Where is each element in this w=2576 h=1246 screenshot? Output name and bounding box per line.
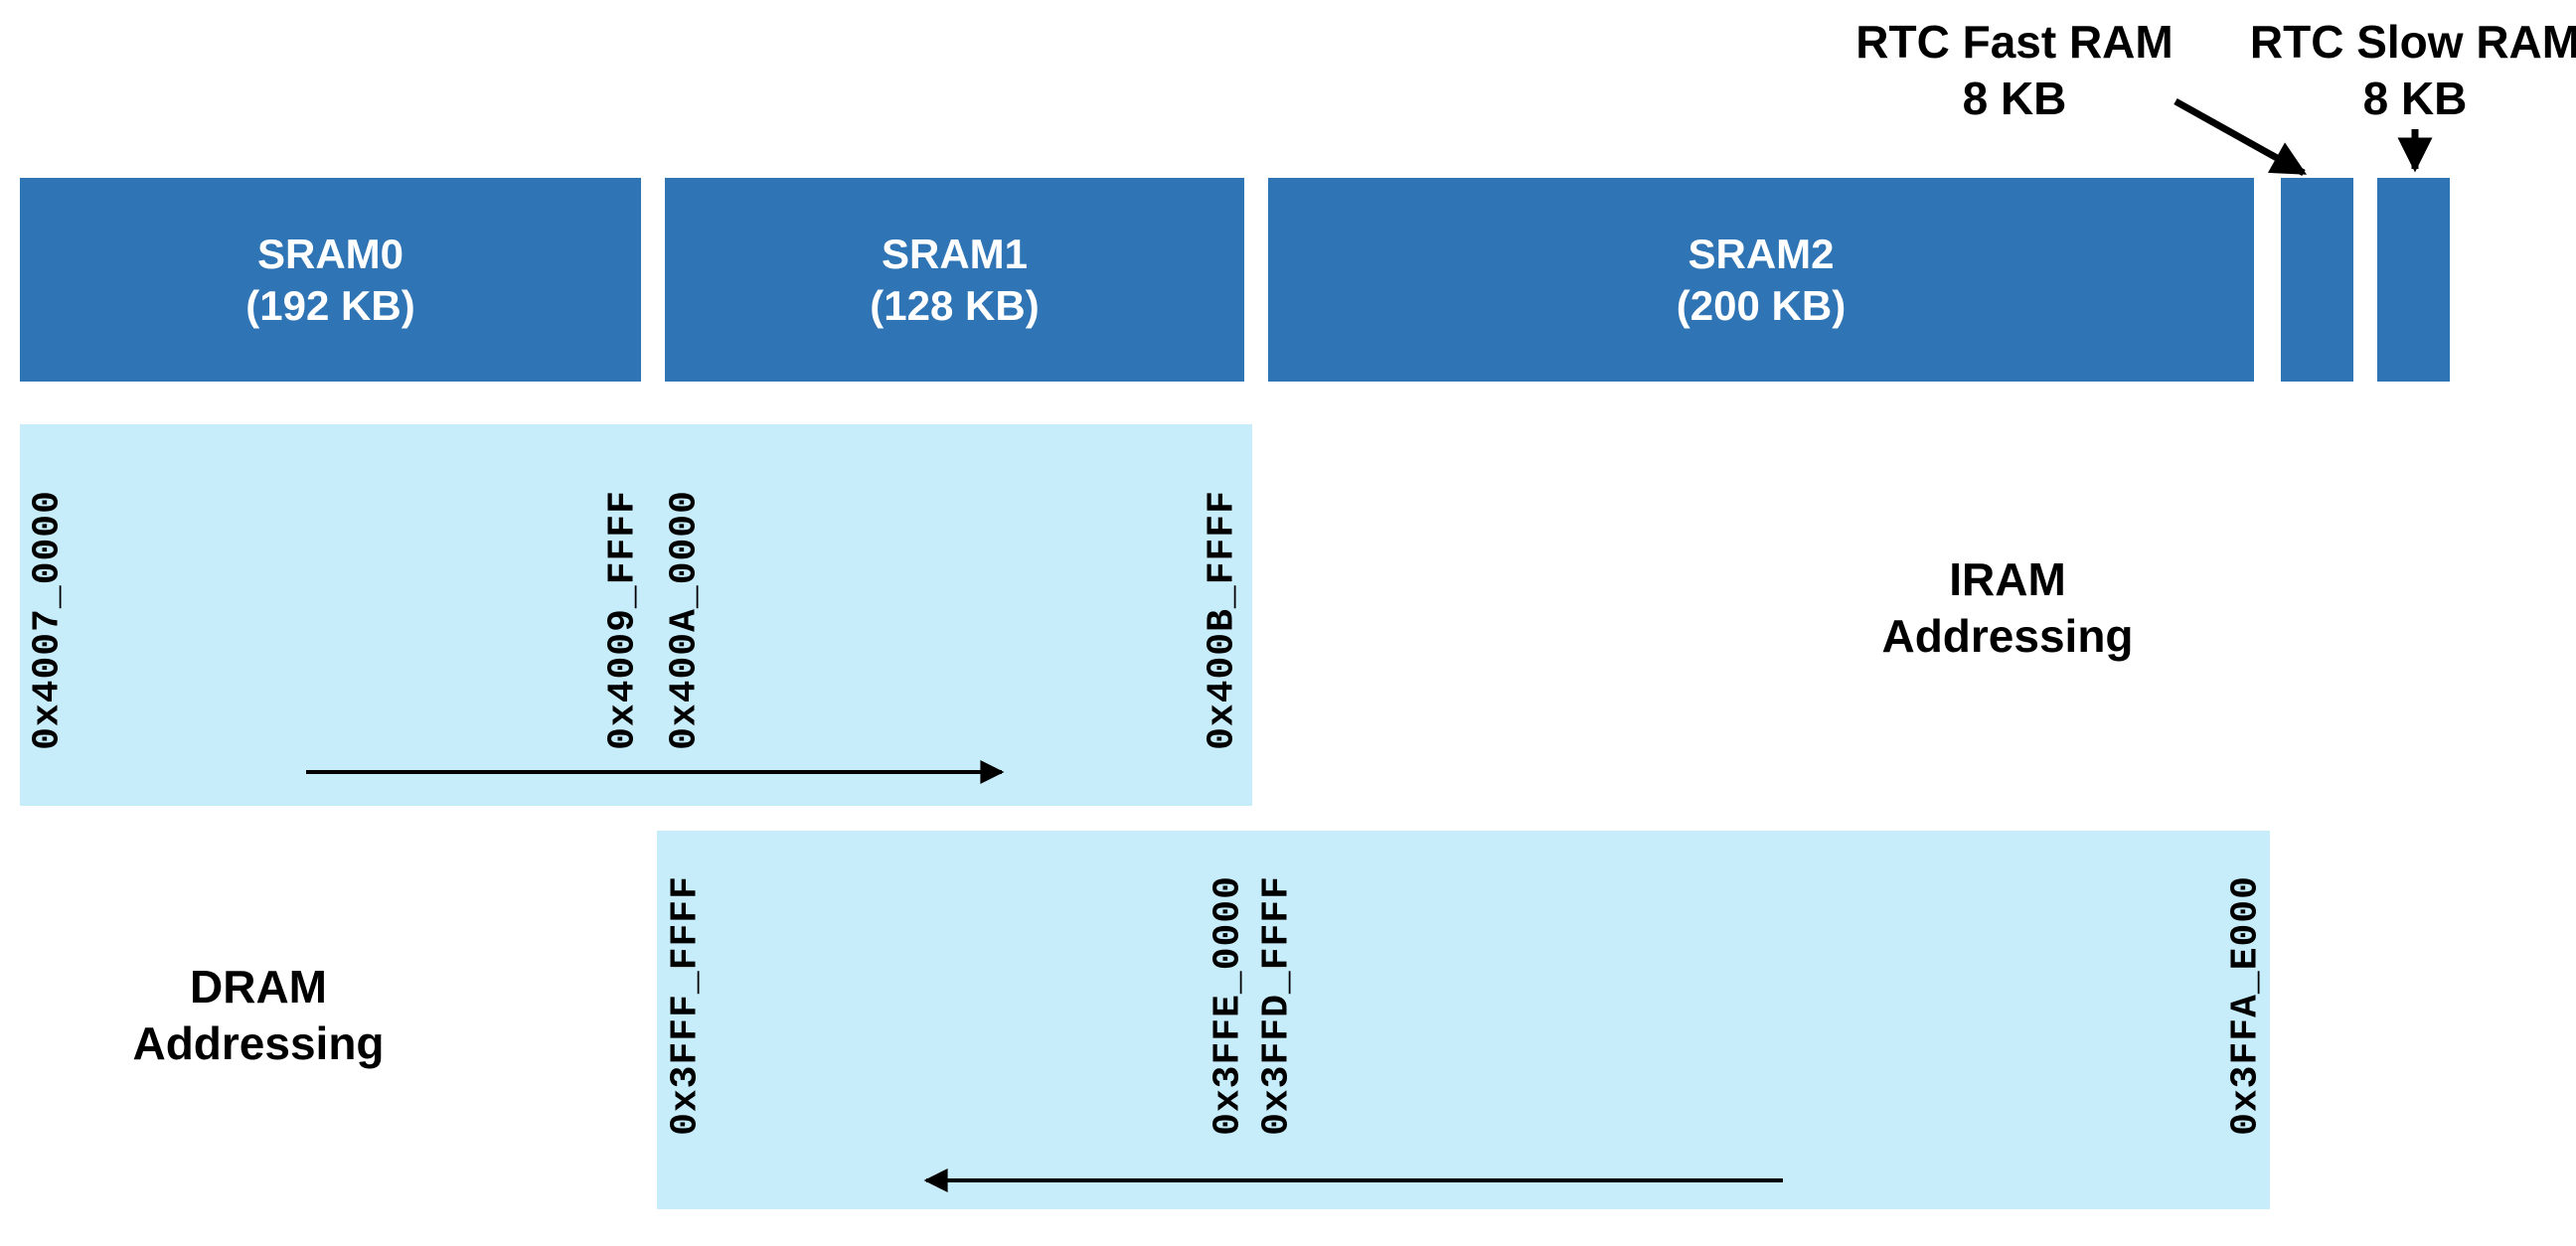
rtc-fast-ram-callout: RTC Fast RAM 8 KB bbox=[1855, 14, 2173, 127]
rtc-slow-ram-callout: RTC Slow RAM 8 KB bbox=[2250, 14, 2576, 127]
sram1-name: SRAM1 bbox=[881, 230, 1029, 277]
rtc-slow-ram-size: 8 KB bbox=[2362, 73, 2468, 124]
dram-addressing-panel: 0x3FFF_FFFF 0x3FFE_0000 0x3FFD_FFFF 0x3F… bbox=[657, 831, 2270, 1209]
rtc-slow-ram-bar bbox=[2377, 178, 2450, 382]
dram-start-address: 0x3FFF_FFFF bbox=[664, 875, 708, 1136]
sram1-size: (128 KB) bbox=[870, 281, 1040, 329]
sram2-bar: SRAM2 (200 KB) bbox=[1268, 178, 2254, 382]
sram1-bar: SRAM1 (128 KB) bbox=[665, 178, 1244, 382]
iram-sram1-start-address: 0x400A_0000 bbox=[663, 490, 707, 750]
iram-addressing-panel: 0x4007_0000 0x4009_FFFF 0x400A_0000 0x40… bbox=[20, 424, 1252, 806]
rtc-fast-ram-size: 8 KB bbox=[1962, 73, 2067, 124]
iram-start-address: 0x4007_0000 bbox=[26, 490, 70, 750]
dram-sram1-end-address: 0x3FFE_0000 bbox=[1207, 875, 1250, 1136]
rtc-fast-ram-bar bbox=[2281, 178, 2353, 382]
sram2-name: SRAM2 bbox=[1688, 230, 1835, 277]
sram2-size: (200 KB) bbox=[1676, 281, 1847, 329]
dram-sram2-start-address: 0x3FFD_FFFF bbox=[1255, 875, 1299, 1136]
sram0-name: SRAM0 bbox=[256, 230, 404, 277]
sram0-bar: SRAM0 (192 KB) bbox=[20, 178, 641, 382]
dram-caption-line2: Addressing bbox=[132, 1017, 385, 1069]
dram-end-address: 0x3FFA_E000 bbox=[2224, 875, 2268, 1136]
iram-end-address: 0x400B_FFFF bbox=[1201, 490, 1244, 750]
dram-caption-line1: DRAM bbox=[190, 961, 327, 1012]
iram-addressing-caption: IRAM Addressing bbox=[1881, 551, 2133, 665]
iram-caption-line1: IRAM bbox=[1949, 553, 2066, 605]
sram0-size: (192 KB) bbox=[245, 281, 415, 329]
iram-caption-line2: Addressing bbox=[1881, 610, 2134, 662]
iram-sram0-end-address: 0x4009_FFFF bbox=[601, 490, 645, 750]
rtc-fast-ram-label: RTC Fast RAM bbox=[1855, 16, 2174, 68]
rtc-slow-ram-label: RTC Slow RAM bbox=[2249, 16, 2576, 68]
dram-addressing-caption: DRAM Addressing bbox=[132, 959, 384, 1072]
